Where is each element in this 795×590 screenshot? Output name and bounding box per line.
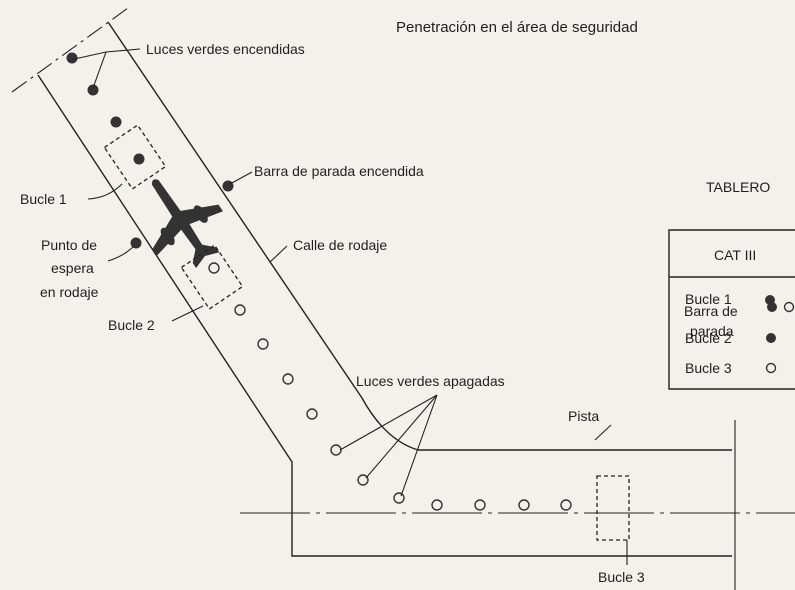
green-light-off	[431, 499, 443, 511]
green-light-off	[474, 499, 486, 511]
green-lights-off	[234, 304, 572, 511]
green-light-off	[330, 444, 342, 456]
panel-row-stopbar-1: Barra de	[684, 303, 738, 319]
panel-row-loop3: Bucle 3	[685, 360, 732, 376]
label-loop1: Bucle 1	[20, 191, 67, 207]
green-light-on	[66, 52, 78, 64]
aircraft-icon	[151, 179, 223, 268]
label-holding-point-1: Punto de	[41, 237, 97, 253]
green-light-off	[357, 474, 369, 486]
panel-row-stopbar-2: parada	[690, 323, 734, 339]
diagram-title: Penetración en el área de seguridad	[396, 19, 638, 36]
label-taxiway: Calle de rodaje	[293, 237, 387, 253]
panel-loop2-indicator	[766, 333, 776, 343]
green-light-on	[110, 116, 122, 128]
label-loop2: Bucle 2	[108, 317, 155, 333]
green-light-off	[393, 492, 405, 504]
panel-row-loop1: Bucle 1	[685, 291, 732, 307]
green-light-off	[306, 408, 318, 420]
panel-row-loop2: Bucle 2	[685, 330, 732, 346]
panel-title: TABLERO	[706, 179, 770, 195]
stop-bar-light-left	[130, 237, 142, 249]
green-light-on	[133, 153, 145, 165]
loop3-box	[596, 475, 630, 541]
panel-stopbar-indicator-off	[783, 301, 795, 313]
green-light-off	[282, 373, 294, 385]
label-stop-bar-on: Barra de parada encendida	[254, 163, 424, 179]
leader-lines	[69, 48, 628, 565]
holding-boundary-line	[11, 7, 129, 93]
panel-header: CAT III	[714, 247, 756, 263]
green-light-off	[257, 338, 269, 350]
label-holding-point-2: espera	[51, 260, 94, 276]
label-holding-point-3: en rodaje	[40, 284, 99, 300]
label-runway: Pista	[568, 408, 599, 424]
green-light-on	[87, 84, 99, 96]
stop-bar-light-right	[222, 180, 234, 192]
green-light-off	[518, 499, 530, 511]
green-light-off	[208, 262, 220, 274]
taxiway-edge-left	[37, 74, 732, 557]
control-panel: TABLERO CAT III Bucle 1 Barra de parada …	[668, 179, 795, 390]
panel-loop3-indicator	[765, 362, 777, 374]
panel-stopbar-indicator-on	[767, 302, 777, 312]
label-green-lights-on: Luces verdes encendidas	[146, 41, 305, 57]
green-light-off	[234, 304, 246, 316]
taxiway-edge-right	[107, 21, 732, 451]
label-green-lights-off: Luces verdes apagadas	[356, 373, 505, 389]
green-light-off	[560, 499, 572, 511]
label-loop3: Bucle 3	[598, 569, 645, 585]
loop1-box	[103, 124, 167, 190]
loop2-box	[180, 244, 244, 310]
